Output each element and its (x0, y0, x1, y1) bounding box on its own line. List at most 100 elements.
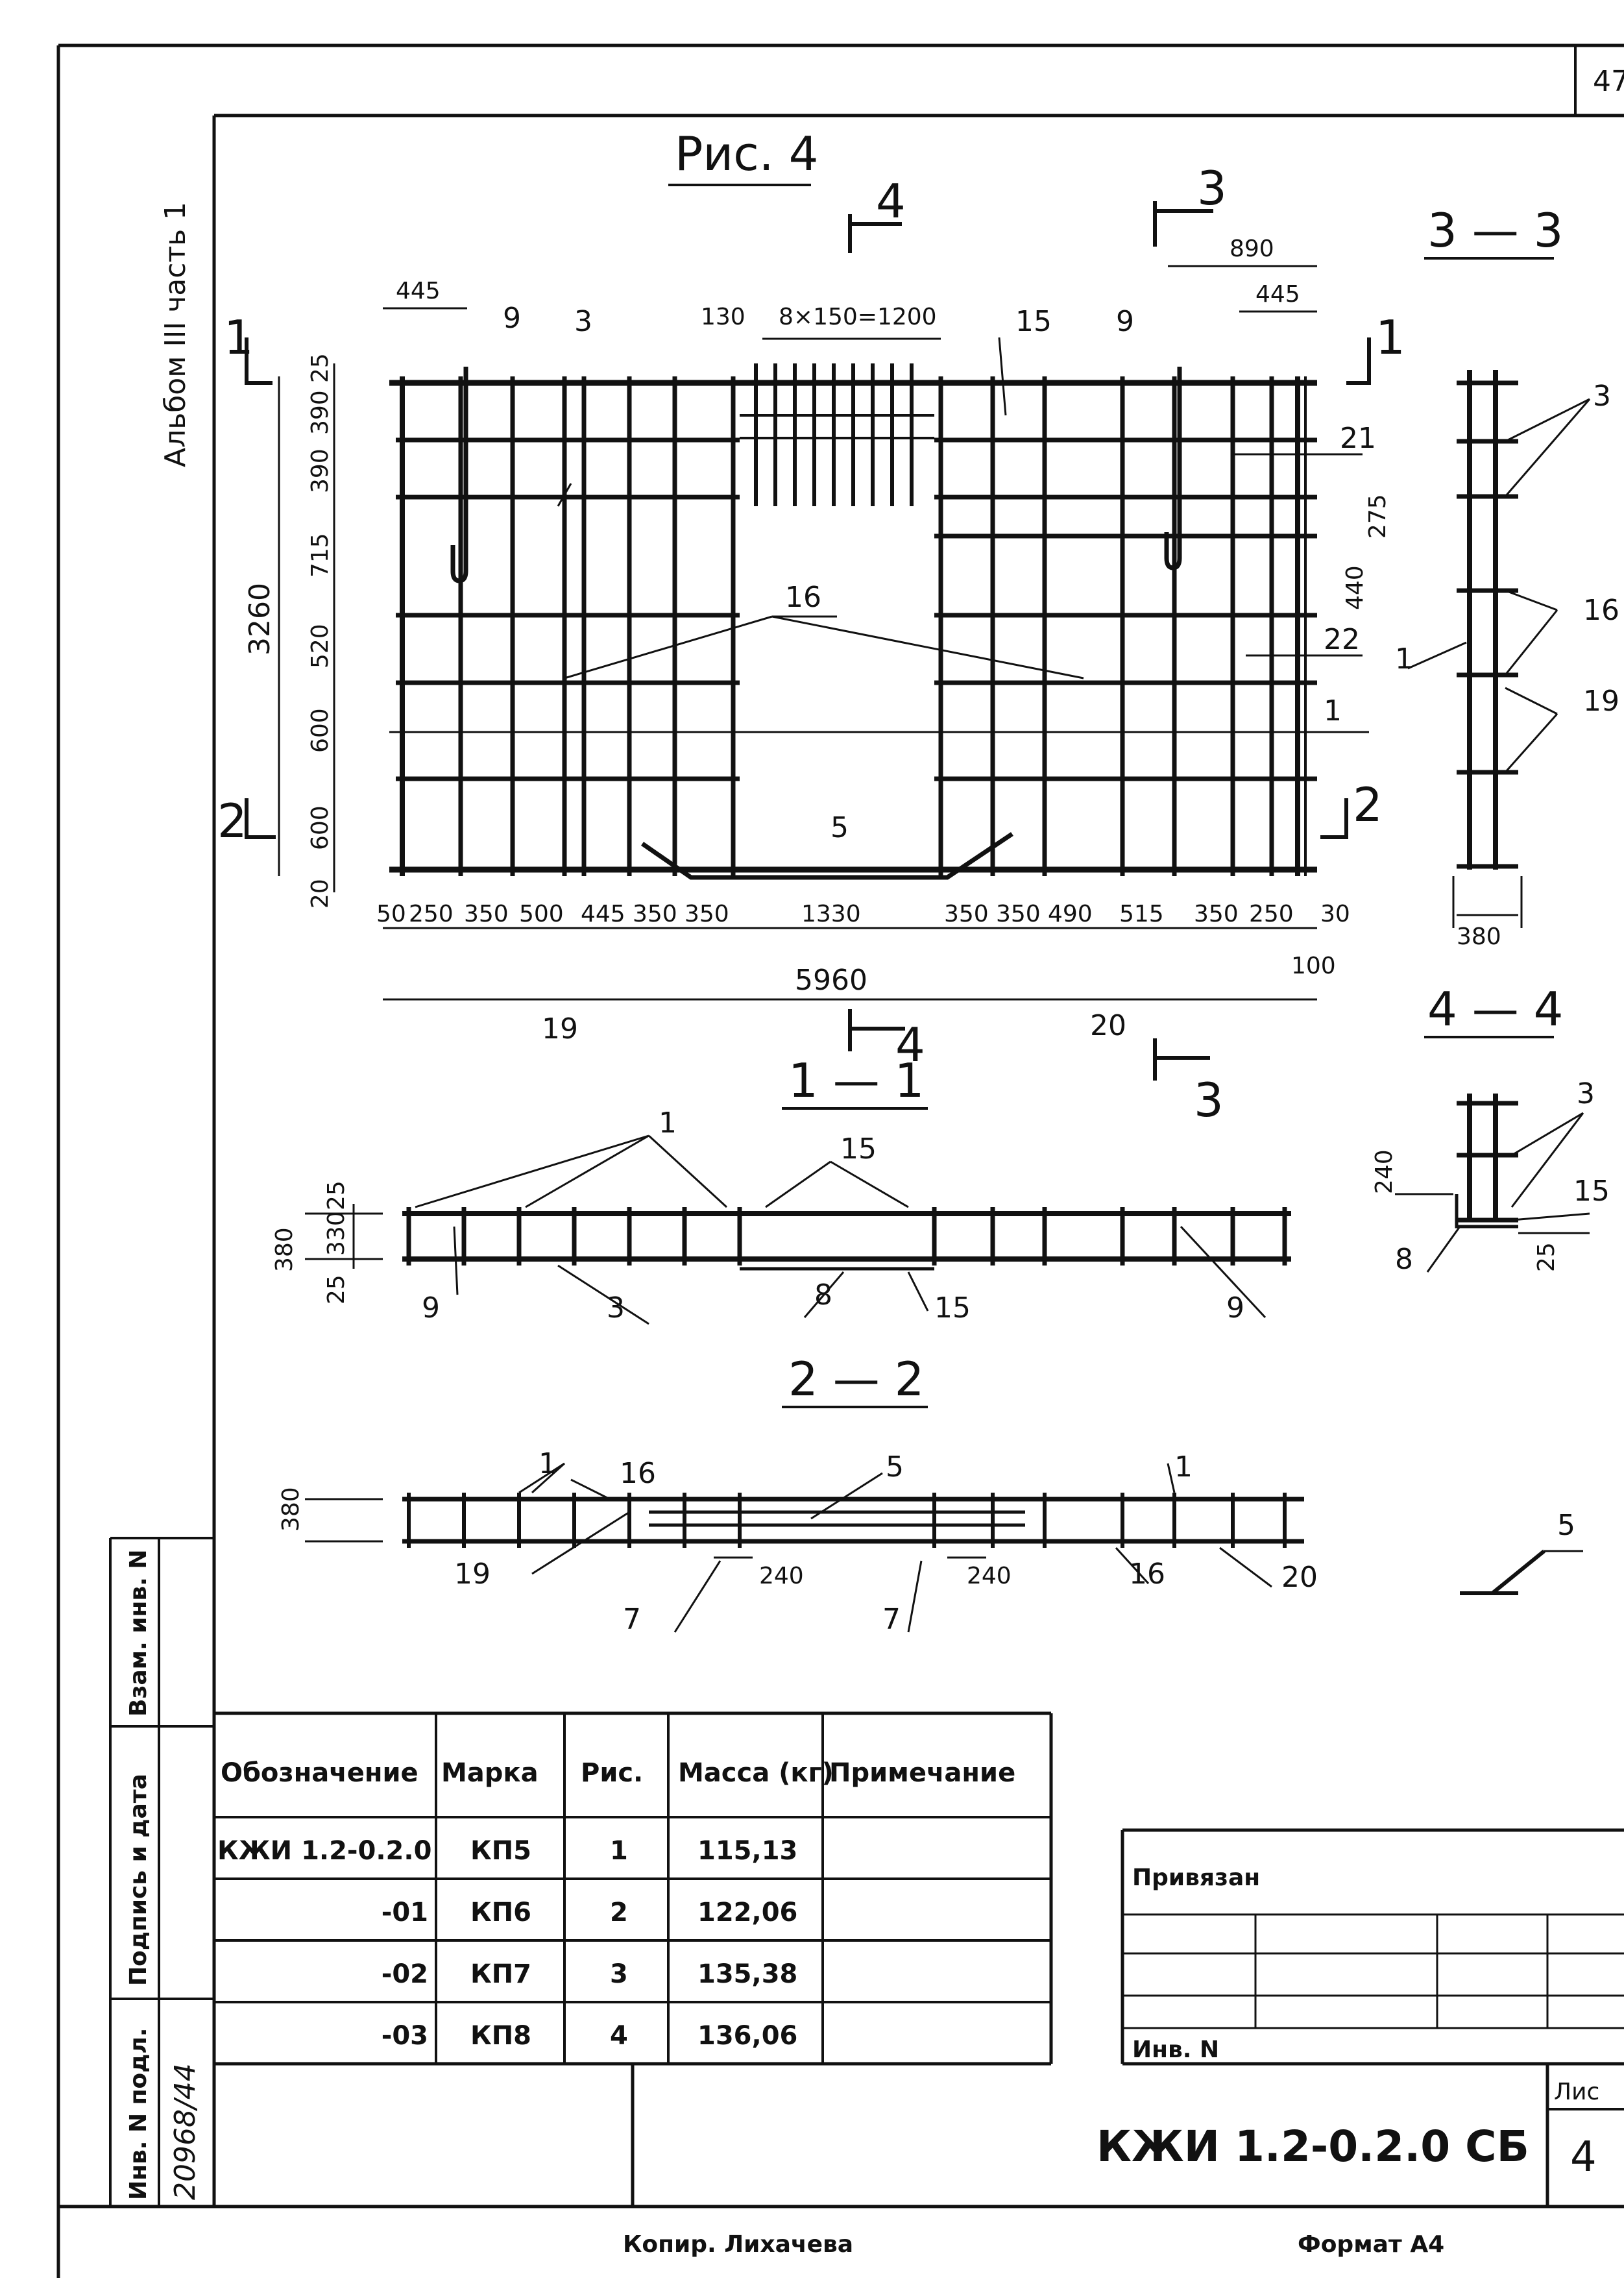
s22-pos-1-right: 1 (1174, 1450, 1193, 1484)
s44-pos-3: 3 (1577, 1077, 1595, 1110)
s22-dim-380: 380 (278, 1487, 304, 1532)
dim-left-20: 20 (307, 879, 333, 909)
dim-left-715: 715 (307, 533, 333, 578)
dim-top-445: 445 (396, 278, 441, 304)
dim-bottom-350b: 350 (633, 901, 677, 927)
cut-3-top: 3 (1197, 161, 1227, 215)
s22-pos-5: 5 (886, 1450, 904, 1484)
dim-left-25: 25 (307, 353, 333, 383)
dim-bottom-1330: 1330 (801, 901, 861, 927)
s22-pos-7-left: 7 (623, 1603, 641, 1636)
pos-3: 3 (574, 305, 592, 338)
s44-pos-15: 15 (1573, 1175, 1610, 1208)
plan-dimensions: 445 130 8×150=1200 890 445 3260 25 390 3… (243, 236, 1391, 997)
section-4-4 (1395, 1094, 1590, 1273)
section-1-1-labels: 380 25 330 25 1 15 9 3 8 15 9 (271, 1107, 1244, 1325)
section-3-3-title: 3 — 3 (1427, 203, 1563, 258)
th-mass: Масса (кг) (678, 1758, 834, 1788)
dim-bottom-490: 490 (1048, 901, 1093, 927)
dim-top-130: 130 (701, 304, 745, 330)
section-4-4-title: 4 — 4 (1427, 982, 1563, 1036)
pos-22: 22 (1324, 623, 1360, 656)
s11-pos-9-left: 9 (422, 1291, 440, 1325)
dim-bottom-350e: 350 (996, 901, 1041, 927)
dim-left-390b: 390 (307, 448, 333, 493)
s22-dim-240a: 240 (759, 1563, 804, 1589)
s22-pos-19: 19 (454, 1558, 491, 1591)
s33-pos-16: 16 (1583, 594, 1619, 627)
dim-bottom-350c: 350 (685, 901, 729, 927)
dim-bottom-250b: 250 (1249, 901, 1294, 927)
sheet-corner-number: 47 (1593, 65, 1624, 98)
cell-r0-designation: КЖИ 1.2-0.2.0 (217, 1836, 431, 1866)
section-2-2 (305, 1462, 1304, 1633)
left-stamp-labels: Инв. N подл. Подпись и дата Взам. инв. N… (125, 1549, 202, 2200)
th-mark: Марка (441, 1758, 539, 1788)
stamp-vzam-inv: Взам. инв. N (125, 1549, 152, 1717)
dim-bottom-350f: 350 (1194, 901, 1239, 927)
th-designation: Обозначение (221, 1758, 418, 1788)
dim-top-ladder: 8×150=1200 (779, 304, 937, 330)
s11-pos-1: 1 (659, 1107, 677, 1140)
section-2-2-title: 2 — 2 (788, 1352, 924, 1406)
cell-r0-mass: 115,13 (697, 1836, 797, 1866)
dim-bottom-515: 515 (1119, 901, 1164, 927)
cut-2-right: 2 (1353, 777, 1383, 832)
pos-19: 19 (542, 1012, 578, 1046)
plan-view (245, 201, 1371, 1081)
cell-r2-mark: КП7 (470, 1959, 531, 1989)
s11-dim-25a: 25 (323, 1180, 350, 1210)
cut-2-left: 2 (217, 794, 247, 848)
dim-top-445-right: 445 (1255, 281, 1300, 308)
s44-pos-8: 8 (1395, 1243, 1413, 1276)
sheet-list-number: 4 (1570, 2133, 1597, 2181)
cell-r3-mark: КП8 (470, 2021, 531, 2051)
cell-r1-mark: КП6 (470, 1898, 531, 1927)
section-1-1-title: 1 — 1 (788, 1053, 924, 1108)
s33-pos-3: 3 (1593, 380, 1611, 413)
cell-r2-mass: 135,38 (697, 1959, 797, 1989)
s11-pos-9-right: 9 (1226, 1291, 1244, 1325)
dim-bottom-445: 445 (581, 901, 625, 927)
dim-left-600a: 600 (307, 708, 333, 753)
left-stamp-strip (109, 1537, 214, 2207)
sheet-frame (56, 43, 1624, 2278)
stamp-inv-podl: Инв. N подл. (125, 2028, 152, 2200)
dim-bottom-500: 500 (519, 901, 564, 927)
dim-left-520: 520 (307, 624, 333, 668)
cell-r1-fig: 2 (610, 1898, 628, 1927)
s33-pos-1: 1 (1395, 642, 1413, 676)
plan-positions: 9 3 15 9 21 16 22 1 5 19 20 (503, 302, 1376, 1046)
s11-pos-15-bottom: 15 (934, 1291, 971, 1325)
s22-pos-20: 20 (1281, 1561, 1318, 1594)
s33-dim-380: 380 (1457, 923, 1501, 950)
detail-5-label: 5 (1557, 1509, 1575, 1542)
dim-bottom-250: 250 (409, 901, 454, 927)
dim-bottom-350d: 350 (944, 901, 989, 927)
cell-r0-mark: КП5 (470, 1836, 531, 1866)
cut-3-bottom: 3 (1194, 1073, 1224, 1127)
cut-4-top: 4 (876, 174, 906, 228)
s22-pos-16-bottom: 16 (1129, 1558, 1165, 1591)
dim-top-890: 890 (1230, 236, 1274, 262)
detail-5 (1460, 1549, 1583, 1595)
pos-9-left: 9 (503, 302, 521, 335)
inv-number: 20968/44 (169, 2063, 202, 2200)
s33-pos-19: 19 (1583, 685, 1619, 718)
paper-format: Формат А4 (1298, 2231, 1444, 2258)
cell-r1-mass: 122,06 (697, 1898, 797, 1927)
spec-table-grid (214, 1711, 1053, 2066)
document-code: КЖИ 1.2-0.2.0 СБ (1097, 2122, 1529, 2171)
dim-total-height: 3260 (243, 583, 276, 655)
cell-r1-designation: -01 (382, 1898, 428, 1927)
s11-pos-8: 8 (814, 1278, 832, 1312)
privyazan-label: Привязан (1132, 1865, 1260, 1891)
pos-5: 5 (830, 811, 849, 844)
title-block-text: Привязан Инв. N КЖИ 1.2-0.2.0 СБ Лис 4 К… (623, 1865, 1599, 2258)
cut-1-left: 1 (224, 310, 254, 365)
cell-r3-fig: 4 (610, 2021, 628, 2051)
s22-dim-240b: 240 (967, 1563, 1012, 1589)
s11-pos-3: 3 (607, 1291, 625, 1325)
cut-1-right: 1 (1376, 310, 1405, 365)
